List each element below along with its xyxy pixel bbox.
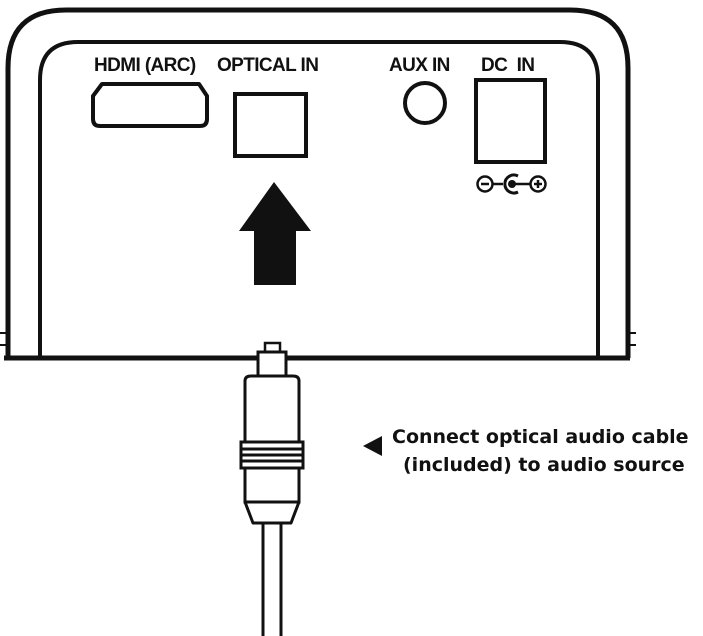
callout-line-2: (included) to audio source: [403, 454, 685, 476]
polarity-center-c: [503, 173, 519, 195]
dc-in-label: DC IN: [481, 55, 534, 76]
optical-in-label: OPTICAL IN: [217, 55, 318, 76]
aux-in-jack: [403, 81, 447, 125]
dc-polarity-symbol: [476, 173, 547, 195]
callout-line-1: Connect optical audio cable: [392, 426, 689, 448]
plug-strain-relief: [243, 500, 301, 525]
device-panel-inner: [38, 40, 600, 358]
optical-cable-plug: [239, 341, 305, 525]
triangle-left-icon: [363, 436, 382, 456]
plug-neck: [256, 350, 288, 379]
dc-in-port: [474, 78, 547, 164]
device-housing-outer: [5, 7, 631, 358]
hdmi-port: [91, 82, 209, 128]
optical-in-port: [233, 92, 308, 158]
plug-lower-body: [243, 466, 301, 504]
plug-body: [243, 374, 301, 444]
arrow-up-icon: [239, 182, 311, 285]
hdmi-arc-label: HDMI (ARC): [94, 55, 196, 76]
aux-in-label: AUX IN: [389, 55, 450, 76]
